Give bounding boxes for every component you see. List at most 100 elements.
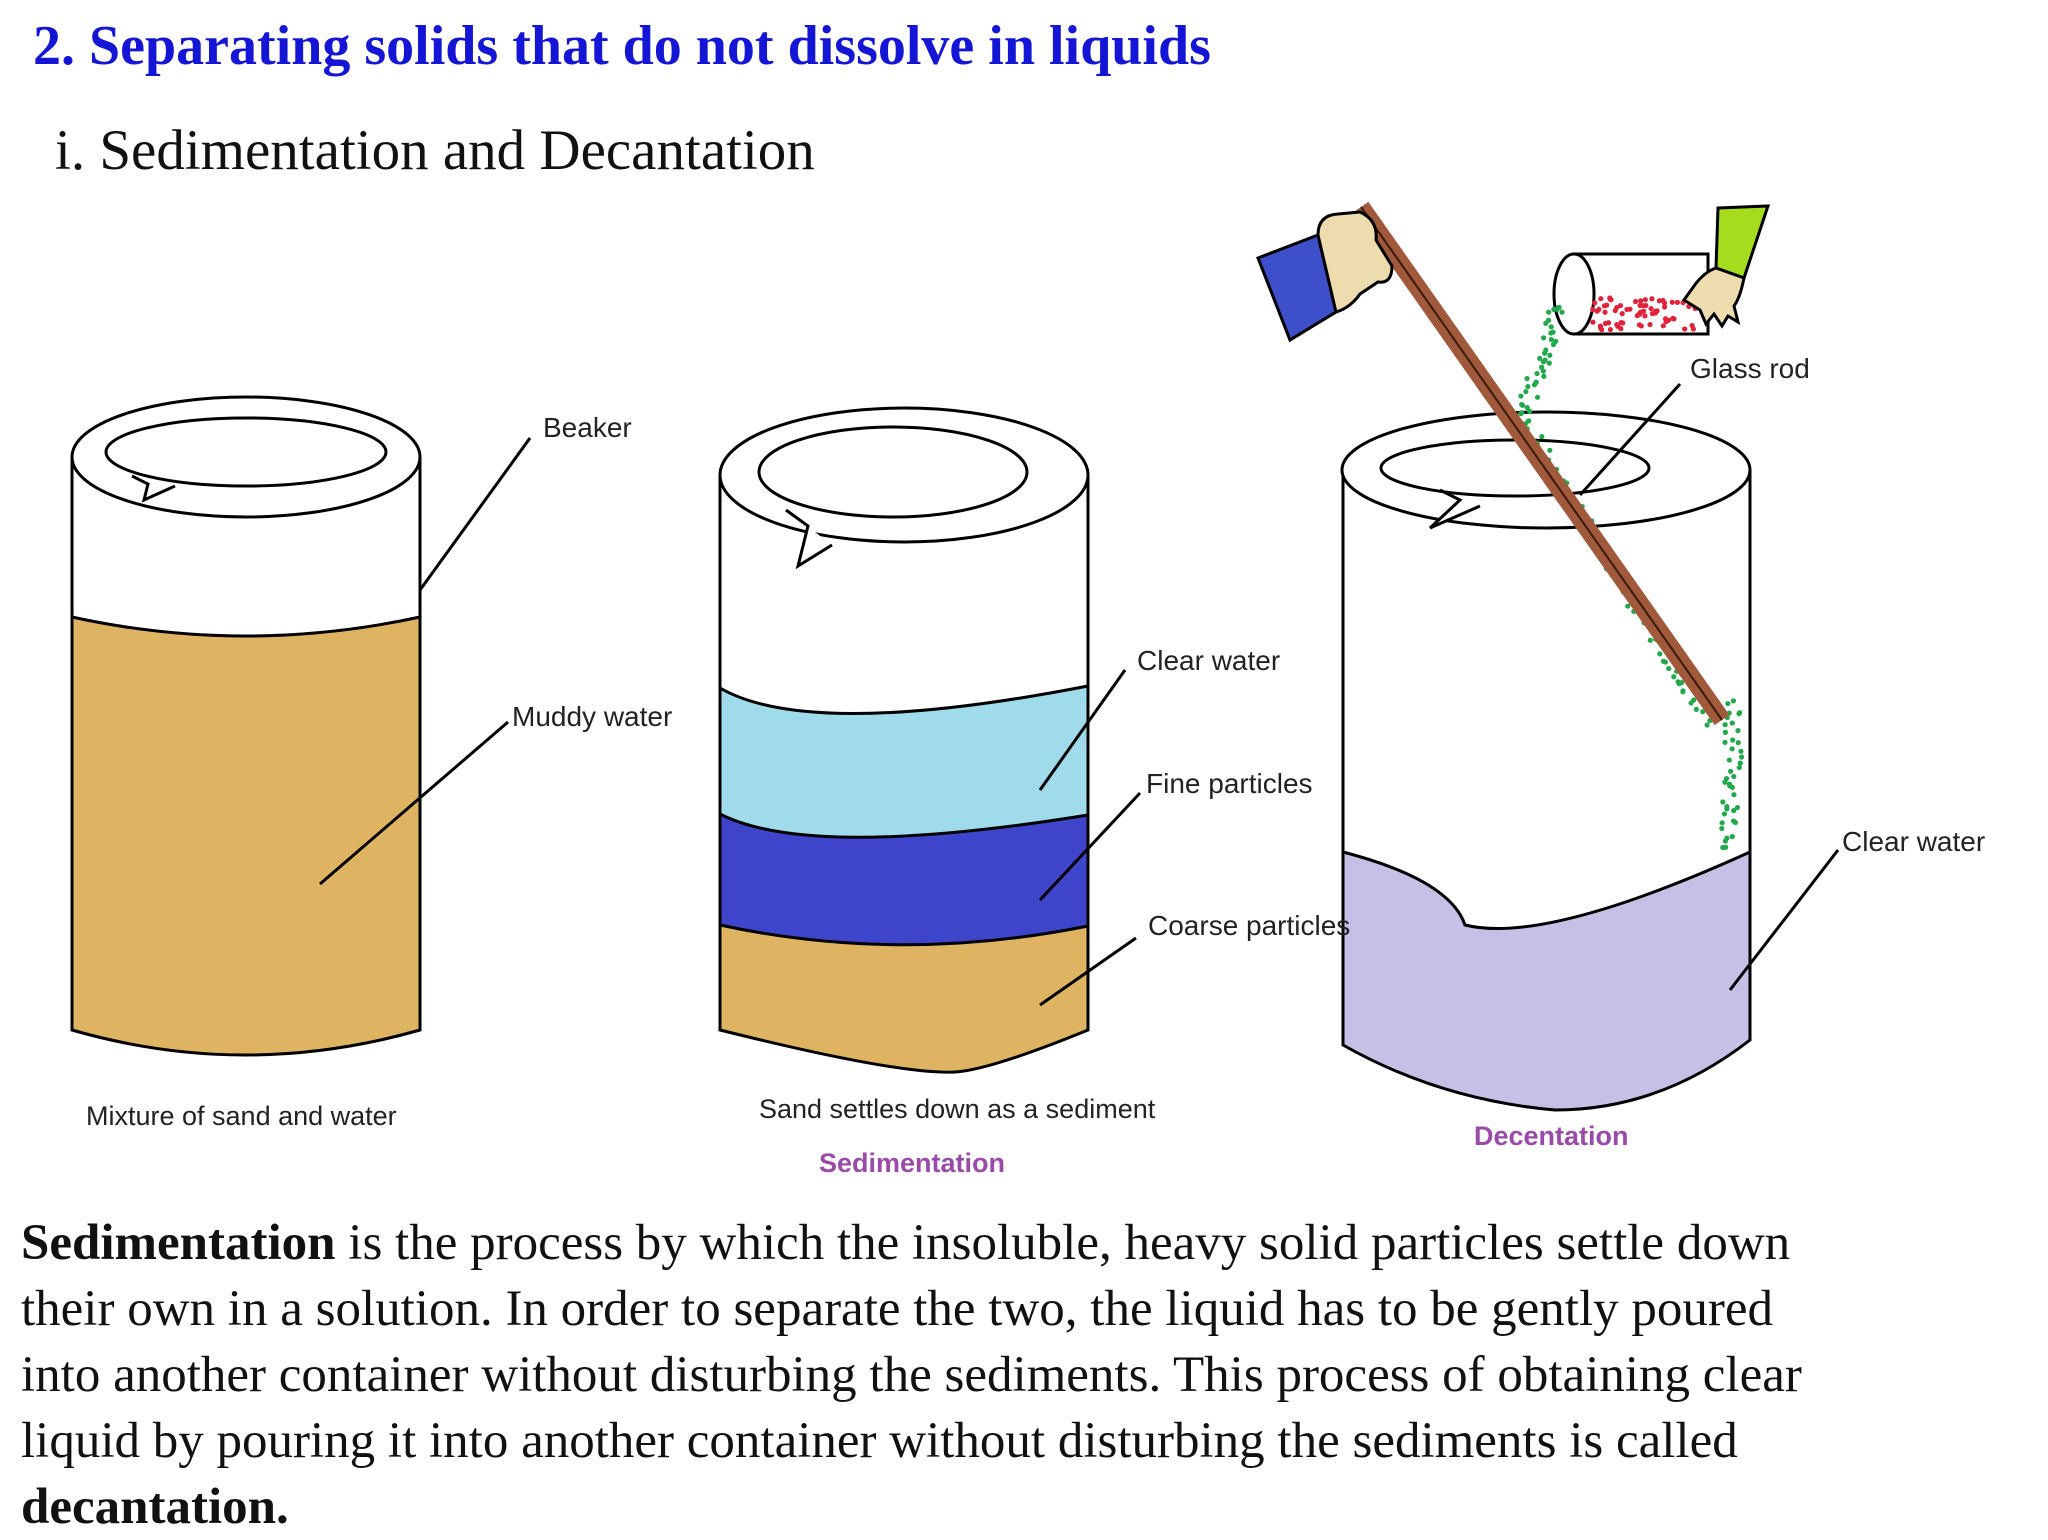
sand-grain <box>1674 299 1680 305</box>
sand-grain <box>1640 302 1646 309</box>
layer-line <box>719 812 1089 839</box>
stream-drop <box>1722 722 1728 728</box>
stream-drop <box>1735 740 1741 746</box>
leader-lines <box>319 382 1840 1007</box>
sand-grain <box>1647 321 1653 328</box>
stream-drop <box>1533 379 1539 385</box>
stream-drop <box>1720 844 1726 851</box>
muddy-water-fill <box>72 617 420 1055</box>
stream-drop <box>1725 700 1731 707</box>
stream-drop <box>1731 773 1737 780</box>
stream-drop <box>1541 373 1547 379</box>
stream-drop <box>1550 341 1557 348</box>
stream-drop <box>1548 330 1554 336</box>
stream-drop <box>1731 792 1737 798</box>
sand-grain <box>1602 320 1609 326</box>
sand-grain <box>1656 298 1662 304</box>
stream-drop <box>1736 764 1742 771</box>
beaker-opening <box>757 425 1029 519</box>
sand-grain <box>1638 298 1644 304</box>
paragraph-text: into another container without disturbin… <box>21 1347 1802 1403</box>
beaker-body-outline <box>1341 470 1752 1112</box>
stream-drop <box>1737 760 1743 766</box>
beaker-spout <box>1428 488 1481 530</box>
stream-drop <box>1666 665 1672 672</box>
sand-grain <box>1618 326 1624 332</box>
stream-drop <box>1540 368 1546 374</box>
fine-particles-layer <box>720 814 1088 945</box>
stream-drop <box>1524 375 1530 382</box>
stream-drop <box>1722 838 1729 844</box>
stream-drop <box>1724 804 1730 810</box>
stream-drop <box>1676 681 1682 687</box>
stream-drop <box>1704 722 1710 728</box>
stream-drop <box>1525 384 1531 390</box>
paragraph-line: Sedimentation is the process by which th… <box>21 1210 2021 1276</box>
label-glass-rod: Glass rod <box>1690 353 1810 384</box>
stream-drop <box>1671 674 1677 680</box>
paragraph-line: decantation. <box>21 1474 2021 1540</box>
sand-grain <box>1592 300 1598 306</box>
stream-drop <box>1736 711 1742 717</box>
label-clear-water: Clear water <box>1137 645 1280 676</box>
caption-decantation: Decentation <box>1474 1121 1629 1151</box>
decanted-water-fill <box>1343 852 1750 1110</box>
stream-drop <box>1547 447 1553 453</box>
stream-drop <box>1541 350 1548 356</box>
sand-grains <box>1590 295 1698 333</box>
stream-drop <box>1680 689 1686 695</box>
sand-grain <box>1661 304 1668 310</box>
left-hand-icon <box>1256 210 1394 343</box>
sand-grain <box>1604 302 1610 308</box>
stream-drop <box>1700 709 1706 715</box>
beaker-opening <box>1379 438 1651 498</box>
stream-drop <box>1730 698 1737 704</box>
stream-drop <box>1523 389 1529 395</box>
paragraph-text: their own in a solution. In order to sep… <box>21 1281 1774 1337</box>
sand-grain <box>1619 311 1625 317</box>
stream-drop <box>1647 637 1653 643</box>
stream-drop <box>1719 825 1725 832</box>
paragraph-line: liquid by pouring it into another contai… <box>21 1408 2021 1474</box>
sand-grain <box>1624 306 1630 313</box>
sand-grain <box>1669 299 1675 305</box>
bold-term: decantation. <box>21 1479 289 1535</box>
stream-drop <box>1534 394 1541 400</box>
beaker-mixture <box>70 395 422 1057</box>
liquid-surface-line <box>1342 850 1751 931</box>
separation-diagram: Beaker Muddy water Clear water Fine part… <box>70 201 1985 1178</box>
sand-grain <box>1598 296 1604 302</box>
stream-drop <box>1730 737 1736 743</box>
explanation-paragraph: Sedimentation is the process by which th… <box>21 1210 2021 1540</box>
stream-drop <box>1731 807 1737 814</box>
sand-grain <box>1661 300 1668 306</box>
liquid-surface-line <box>71 615 421 638</box>
stream-drop <box>1738 748 1744 754</box>
stream-drop <box>1546 309 1552 315</box>
stream-drop <box>1722 779 1728 785</box>
caption-mixture: Mixture of sand and water <box>86 1101 397 1131</box>
stream-drop <box>1518 411 1524 417</box>
stream-drop <box>1734 804 1741 811</box>
sand-grain <box>1642 297 1648 303</box>
label-coarse-particles: Coarse particles <box>1148 910 1350 941</box>
sand-grain <box>1614 321 1620 328</box>
sand-grain <box>1618 319 1624 326</box>
stream-drop <box>1729 833 1735 840</box>
beaker-body-outline <box>70 457 422 1057</box>
stream-drop <box>1542 357 1548 363</box>
label-beaker: Beaker <box>543 412 632 443</box>
section-subtitle: i. Sedimentation and Decantation <box>55 119 815 182</box>
sand-grain <box>1665 317 1671 323</box>
stream-drop <box>1730 818 1737 824</box>
beaker-spout <box>785 508 833 570</box>
stream-drop <box>1691 697 1697 703</box>
page-title: 2. Separating solids that do not dissolv… <box>33 15 1211 77</box>
stream-drop <box>1546 360 1552 366</box>
sand-grain <box>1599 327 1605 333</box>
sand-grain <box>1660 323 1666 329</box>
paragraph-text: liquid by pouring it into another contai… <box>21 1413 1738 1469</box>
sand-grain <box>1641 308 1647 314</box>
stream-drop <box>1548 336 1554 343</box>
sand-grain <box>1642 313 1648 319</box>
